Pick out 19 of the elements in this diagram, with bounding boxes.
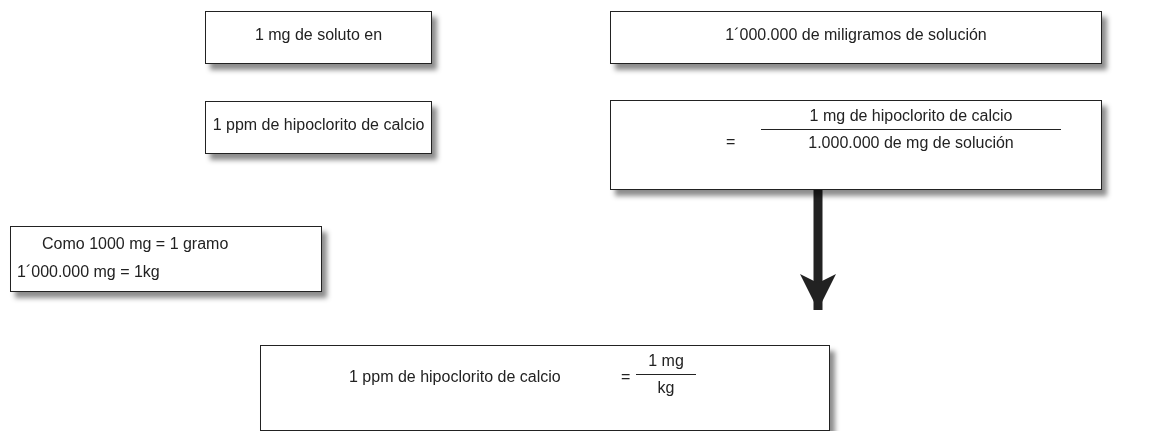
- text-box: [205, 101, 432, 154]
- text-box: [610, 100, 1102, 190]
- numerator-text: 1 mg: [648, 352, 684, 370]
- text-box: [260, 345, 830, 431]
- label-text: 1 ppm de hipoclorito de calcio: [211, 116, 426, 134]
- denominator-text: 1.000.000 de mg de solución: [808, 134, 1014, 152]
- text-box: [10, 226, 322, 292]
- label-text: 1 mg de soluto en: [253, 26, 384, 44]
- equals-sign: =: [726, 133, 736, 151]
- label-text: 1´000.000 de miligramos de solución: [724, 26, 988, 44]
- arrow: [800, 190, 836, 310]
- formula-text: 1 ppm de hipoclorito de calcio: [349, 368, 561, 386]
- text-box: [610, 11, 1102, 64]
- equals-sign: =: [621, 368, 631, 386]
- note-text: 1´000.000 mg = 1kg: [16, 263, 160, 281]
- note-text: Como 1000 mg = 1 gramo: [41, 235, 229, 253]
- denominator-text: kg: [657, 379, 675, 397]
- text-box: [205, 11, 432, 64]
- numerator-text: 1 mg de hipoclorito de calcio: [809, 107, 1013, 125]
